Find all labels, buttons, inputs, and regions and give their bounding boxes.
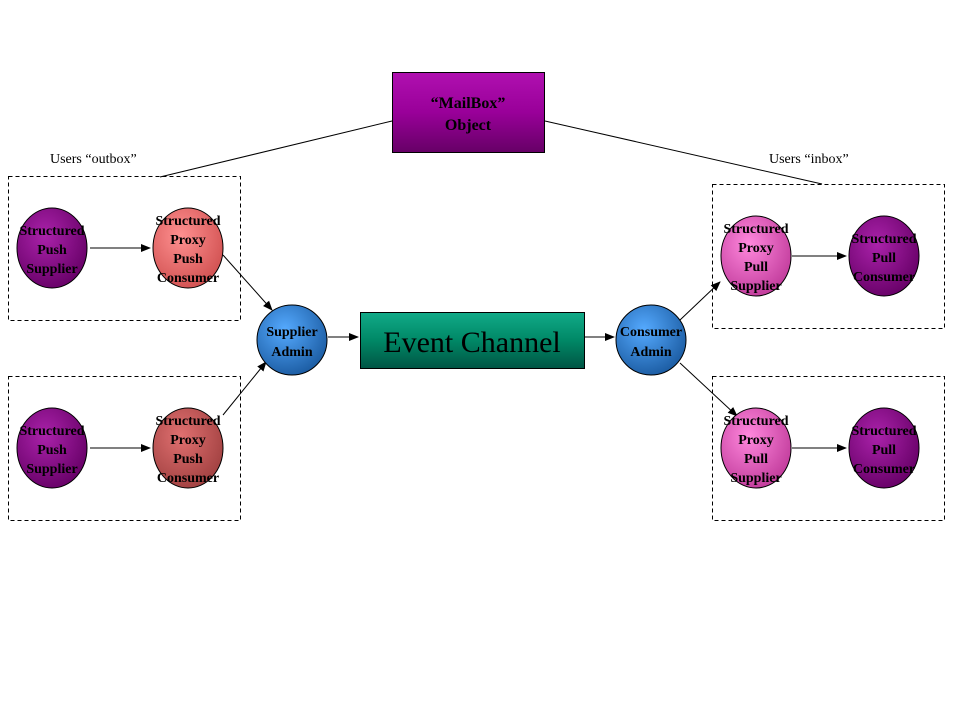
mailbox-label-line1: “MailBox” <box>431 95 506 112</box>
arrow-proxy-top-to-supplier-admin <box>222 254 273 311</box>
pull-consumer-bottom-line2: Pull <box>872 443 896 458</box>
push-supplier-bottom-line3: Supplier <box>26 462 77 477</box>
pull-consumer-top-line3: Consumer <box>853 270 915 285</box>
pull-consumer-top-node: Structured Pull Consumer <box>848 215 920 297</box>
push-supplier-bottom-line2: Push <box>37 443 67 458</box>
proxy-pull-supplier-bottom-node: Structured Proxy Pull Supplier <box>720 407 792 489</box>
supplier-admin-line2: Admin <box>271 345 312 360</box>
mailbox-outbox-line <box>159 120 393 178</box>
mailbox-label-line2: Object <box>445 117 492 134</box>
push-supplier-bottom-node: Structured Push Supplier <box>16 407 88 489</box>
pull-consumer-bottom-line3: Consumer <box>853 462 915 477</box>
proxy-push-consumer-top-line3: Push <box>173 252 203 267</box>
arrow-proxy-bottom-to-supplier-admin <box>222 361 267 416</box>
proxy-pull-supplier-bottom-line3: Pull <box>744 452 768 467</box>
proxy-pull-supplier-bottom-line4: Supplier <box>730 471 781 486</box>
proxy-push-consumer-bottom-node: Structured Proxy Push Consumer <box>152 407 224 489</box>
push-supplier-top-node: Structured Push Supplier <box>16 207 88 289</box>
proxy-push-consumer-bottom-line1: Structured <box>155 414 220 429</box>
pull-consumer-bottom-line1: Structured <box>851 424 916 439</box>
proxy-push-consumer-top-line2: Proxy <box>170 233 206 248</box>
proxy-pull-supplier-top-line3: Pull <box>744 260 768 275</box>
arrow-consumer-admin-to-proxy-top <box>679 281 721 321</box>
push-supplier-top-line3: Supplier <box>26 262 77 277</box>
proxy-push-consumer-top-line1: Structured <box>155 214 220 229</box>
mailbox-inbox-line <box>544 120 823 185</box>
outbox-label: Users “outbox” <box>50 152 137 167</box>
outbox-group-bottom <box>8 376 241 521</box>
proxy-push-consumer-bottom-line4: Consumer <box>157 471 219 486</box>
mailbox-object: “MailBox” Object <box>392 72 545 153</box>
supplier-admin-node: Supplier Admin <box>256 304 328 376</box>
pull-consumer-top-line2: Pull <box>872 251 896 266</box>
proxy-push-consumer-top-node: Structured Proxy Push Consumer <box>152 207 224 289</box>
proxy-push-consumer-bottom-line3: Push <box>173 452 203 467</box>
pull-consumer-bottom-node: Structured Pull Consumer <box>848 407 920 489</box>
push-supplier-top-line2: Push <box>37 243 67 258</box>
proxy-pull-supplier-top-node: Structured Proxy Pull Supplier <box>720 215 792 297</box>
inbox-label: Users “inbox” <box>769 152 849 167</box>
inbox-group-bottom <box>712 376 945 521</box>
proxy-pull-supplier-top-line4: Supplier <box>730 279 781 294</box>
inbox-group-top <box>712 184 945 329</box>
proxy-pull-supplier-top-line2: Proxy <box>738 241 774 256</box>
push-supplier-bottom-line1: Structured <box>19 424 84 439</box>
push-supplier-top-line1: Structured <box>19 224 84 239</box>
outbox-group-top <box>8 176 241 321</box>
proxy-push-consumer-top-line4: Consumer <box>157 271 219 286</box>
supplier-admin-line1: Supplier <box>266 325 317 340</box>
consumer-admin-line1: Consumer <box>620 325 682 340</box>
proxy-pull-supplier-bottom-line1: Structured <box>723 414 788 429</box>
event-channel: Event Channel <box>360 312 585 369</box>
proxy-pull-supplier-bottom-line2: Proxy <box>738 433 774 448</box>
consumer-admin-line2: Admin <box>630 345 671 360</box>
pull-consumer-top-line1: Structured <box>851 232 916 247</box>
consumer-admin-node: Consumer Admin <box>615 304 687 376</box>
event-channel-label: Event Channel <box>383 326 560 359</box>
arrow-consumer-admin-to-proxy-bottom <box>679 362 738 417</box>
proxy-pull-supplier-top-line1: Structured <box>723 222 788 237</box>
proxy-push-consumer-bottom-line2: Proxy <box>170 433 206 448</box>
